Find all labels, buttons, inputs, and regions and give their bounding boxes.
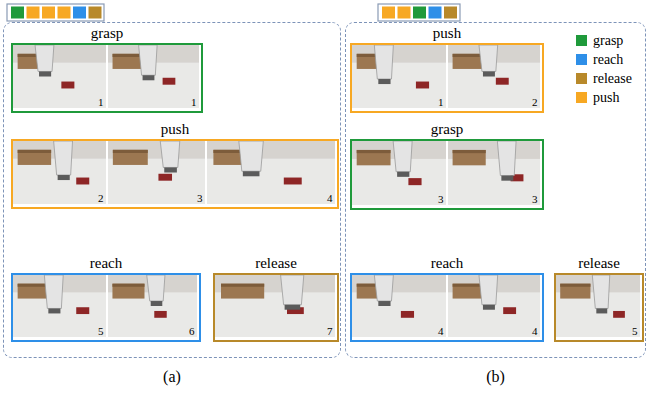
phase-title: release <box>556 256 642 271</box>
sequence-bar <box>7 4 104 21</box>
legend-label: push <box>593 91 619 105</box>
robot-frame <box>352 275 446 337</box>
step-number: 4 <box>532 326 538 337</box>
dashed-panel: (a)grasp11push234reach56release7 <box>3 22 341 358</box>
robot-frame <box>448 275 540 337</box>
phase-title: reach <box>13 256 199 271</box>
robot-frames <box>13 45 640 337</box>
robot-frame <box>556 275 640 337</box>
legend-row: push <box>576 88 632 107</box>
phase-box: reach44 <box>350 273 544 342</box>
panel-caption: (b) <box>346 369 645 385</box>
phase-box: push234 <box>11 139 339 209</box>
step-number: 4 <box>438 326 444 337</box>
sequence-bar <box>378 4 460 21</box>
robot-frame <box>108 275 197 337</box>
phase-title: push <box>13 122 337 137</box>
step-number: 1 <box>438 97 444 108</box>
phase-box: grasp11 <box>11 43 203 113</box>
panel-caption: (a) <box>4 369 340 385</box>
robot-frame <box>352 141 446 205</box>
phase-box: reach56 <box>11 273 201 342</box>
phase-box: grasp33 <box>350 139 544 210</box>
phase-title: reach <box>352 256 542 271</box>
phase-box: release5 <box>554 273 644 342</box>
phase-box: push12 <box>350 43 544 113</box>
step-number: 2 <box>532 97 538 108</box>
legend-label: reach <box>593 53 623 67</box>
legend-swatch <box>576 54 587 65</box>
robot-frame <box>108 45 199 108</box>
dashed-panel: (b)push12grasp33reach44release5 <box>345 22 646 358</box>
step-number: 1 <box>191 97 197 108</box>
robot-frame <box>13 45 106 108</box>
phase-title: grasp <box>13 26 201 41</box>
step-number: 6 <box>189 326 195 337</box>
robot-frame <box>215 275 335 337</box>
legend-swatch <box>576 92 587 103</box>
robot-frame <box>13 141 106 204</box>
robot-frame <box>448 45 540 108</box>
robot-frame <box>13 275 106 337</box>
phase-title: push <box>352 26 542 41</box>
phase-title: grasp <box>352 122 542 137</box>
legend-row: grasp <box>576 31 632 50</box>
phase-title: release <box>215 256 337 271</box>
robot-frame <box>207 141 335 204</box>
legend: grasp reach release push <box>576 31 632 107</box>
legend-row: reach <box>576 50 632 69</box>
robot-frame <box>108 141 205 204</box>
step-number: 1 <box>98 97 104 108</box>
step-number: 5 <box>632 326 638 337</box>
step-number: 5 <box>98 326 104 337</box>
legend-swatch <box>576 35 587 46</box>
step-number: 4 <box>327 193 333 204</box>
robot-frame <box>352 45 446 108</box>
step-number: 7 <box>327 326 333 337</box>
phase-box: release7 <box>213 273 339 342</box>
legend-swatch <box>576 73 587 84</box>
legend-label: grasp <box>593 34 623 48</box>
step-number: 3 <box>438 194 444 205</box>
step-number: 2 <box>98 193 104 204</box>
robot-frame <box>448 141 540 205</box>
step-number: 3 <box>532 194 538 205</box>
legend-row: release <box>576 69 632 88</box>
step-number: 3 <box>197 193 203 204</box>
legend-label: release <box>593 72 632 86</box>
